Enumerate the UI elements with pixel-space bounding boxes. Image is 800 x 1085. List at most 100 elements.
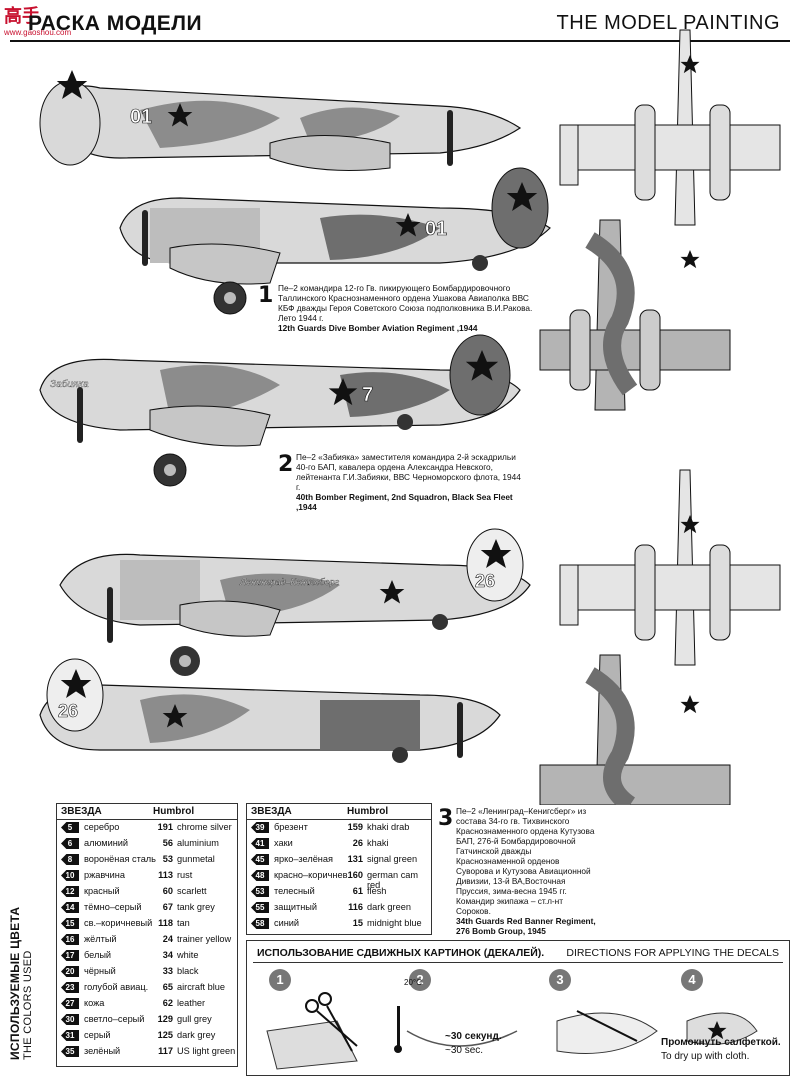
color-number-badge: 15: [61, 918, 79, 929]
color-name-en: aluminium: [177, 838, 219, 848]
water-temp: 20°C: [404, 978, 422, 987]
legend-vertical-title: ИСПОЛЬЗУЕМЫЕ ЦВЕТА THE COLORS USED: [8, 907, 34, 1060]
step-1-badge: 1: [269, 969, 291, 991]
humbrol-number: 160: [347, 870, 363, 880]
color-name-en: gull grey: [177, 1014, 212, 1024]
color-name-en: leather: [177, 998, 206, 1008]
tail-number-26: 26: [475, 571, 495, 591]
scheme-2-caption-en: 40th Bomber Regiment, 2nd Squadron, Blac…: [296, 492, 513, 512]
scheme-3-caption-en: 34th Guards Red Banner Regiment, 276 Bom…: [456, 916, 596, 936]
scheme-3-caption-ru: Пе–2 «Ленинград–Кенигсберг» из состава 3…: [456, 806, 595, 916]
color-name-ru: телесный: [274, 886, 315, 896]
color-name-ru: ярко–зелёная: [274, 854, 333, 864]
scheme-2-caption-ru: Пе–2 «Забияка» заместителя командира 2-й…: [296, 452, 521, 492]
humbrol-number: 26: [352, 838, 363, 848]
scheme-2-side-view: 7 Забияка: [39, 334, 521, 487]
color-name-ru: серебро: [84, 822, 120, 832]
color-name-ru: защитный: [274, 902, 318, 912]
scheme-2-caption: Пе–2 «Забияка» заместителя командира 2-й…: [296, 452, 526, 512]
color-name-ru: ворoнёная сталь: [84, 854, 156, 864]
color-number-badge: 20: [61, 966, 79, 977]
scheme-1-caption-ru: Пе–2 командира 12-го Гв. пикирующего Бом…: [278, 283, 533, 323]
color-name-ru: белый: [84, 950, 112, 960]
color-name-en: trainer yellow: [177, 934, 232, 944]
color-number-badge: 39: [251, 822, 269, 833]
humbrol-number: 129: [157, 1014, 173, 1024]
color-name-ru: ржавчина: [84, 870, 125, 880]
humbrol-number: 116: [348, 902, 363, 912]
humbrol-number: 60: [162, 886, 173, 896]
soak-time-en: ~30 sec.: [445, 1045, 484, 1056]
humbrol-number: 67: [162, 902, 173, 912]
humbrol-number: 117: [158, 1046, 173, 1056]
color-name-ru: голубой авиац.: [84, 982, 149, 992]
color-name-ru: алюминий: [84, 838, 129, 848]
humbrol-number: 53: [162, 854, 173, 864]
color-number-badge: 31: [61, 1030, 79, 1041]
humbrol-number: 56: [162, 838, 173, 848]
color-name-en: tan: [177, 918, 190, 928]
step-4-badge: 4: [681, 969, 703, 991]
site-logo: 高手 www.gaoshou.com: [4, 6, 72, 37]
color-name-ru: зелёный: [84, 1046, 121, 1056]
legend-divider-2: [247, 819, 431, 820]
humbrol-number: 125: [157, 1030, 173, 1040]
scheme-3-underside-view: [559, 469, 781, 714]
color-number-badge: 5: [61, 822, 79, 833]
tail-number-01: 01: [130, 106, 152, 128]
color-number-badge: 45: [251, 854, 269, 865]
color-name-en: dark green: [367, 902, 411, 912]
color-name-en: chrome silver: [177, 822, 232, 832]
color-name-en: khaki: [367, 838, 389, 848]
color-name-en: khaki drab: [367, 822, 410, 832]
humbrol-number: 15: [352, 918, 363, 928]
color-name-en: scarlett: [177, 886, 207, 896]
color-number-badge: 17: [61, 950, 79, 961]
scheme-2-number: 2: [278, 452, 294, 477]
color-name-en: US light green: [177, 1046, 236, 1056]
nose-name-leningrad: Ленинград–Кенигсберг: [239, 577, 340, 587]
legend-row: 12 красный 60 scarlett: [57, 886, 237, 901]
color-name-ru: чёрный: [84, 966, 116, 976]
legend-head-ru: ЗВЕЗДА: [61, 806, 102, 817]
color-number-badge: 12: [61, 886, 79, 897]
color-number-badge: 14: [61, 902, 79, 913]
color-name-en: gunmetal: [177, 854, 215, 864]
color-name-ru: красно–коричнев.: [274, 870, 351, 880]
color-name-ru: красный: [84, 886, 120, 896]
scheme-1-side-lower: 01: [119, 167, 551, 315]
step-2-badge: 2: [409, 969, 431, 991]
humbrol-number: 62: [162, 998, 173, 1008]
scheme-1-number: 1: [258, 283, 274, 308]
color-name-en: tank grey: [177, 902, 215, 912]
color-name-ru: кожа: [84, 998, 105, 1008]
color-name-en: midnight blue: [367, 918, 422, 928]
color-number-badge: 48: [251, 870, 269, 881]
header-divider: [10, 40, 790, 42]
dry-instruction-ru: Промокнуть салфеткой.: [661, 1037, 781, 1048]
soak-time-ru: ~30 секунд.: [445, 1031, 502, 1042]
color-number-badge: 23: [61, 982, 79, 993]
legend-title-ru: ИСПОЛЬЗУЕМЫЕ ЦВЕТА: [8, 906, 22, 1060]
color-name-en: rust: [177, 870, 193, 880]
decal-steps-illustration: [266, 992, 758, 1070]
legend-head-ru-2: ЗВЕЗДА: [251, 806, 292, 817]
color-number-badge: 10: [61, 870, 79, 881]
scheme-3-side-lower: 26: [39, 658, 501, 763]
scheme-3-side-views: 26 Ленинград–Кенигсберг 26: [39, 528, 531, 763]
step-3-badge: 3: [549, 969, 571, 991]
